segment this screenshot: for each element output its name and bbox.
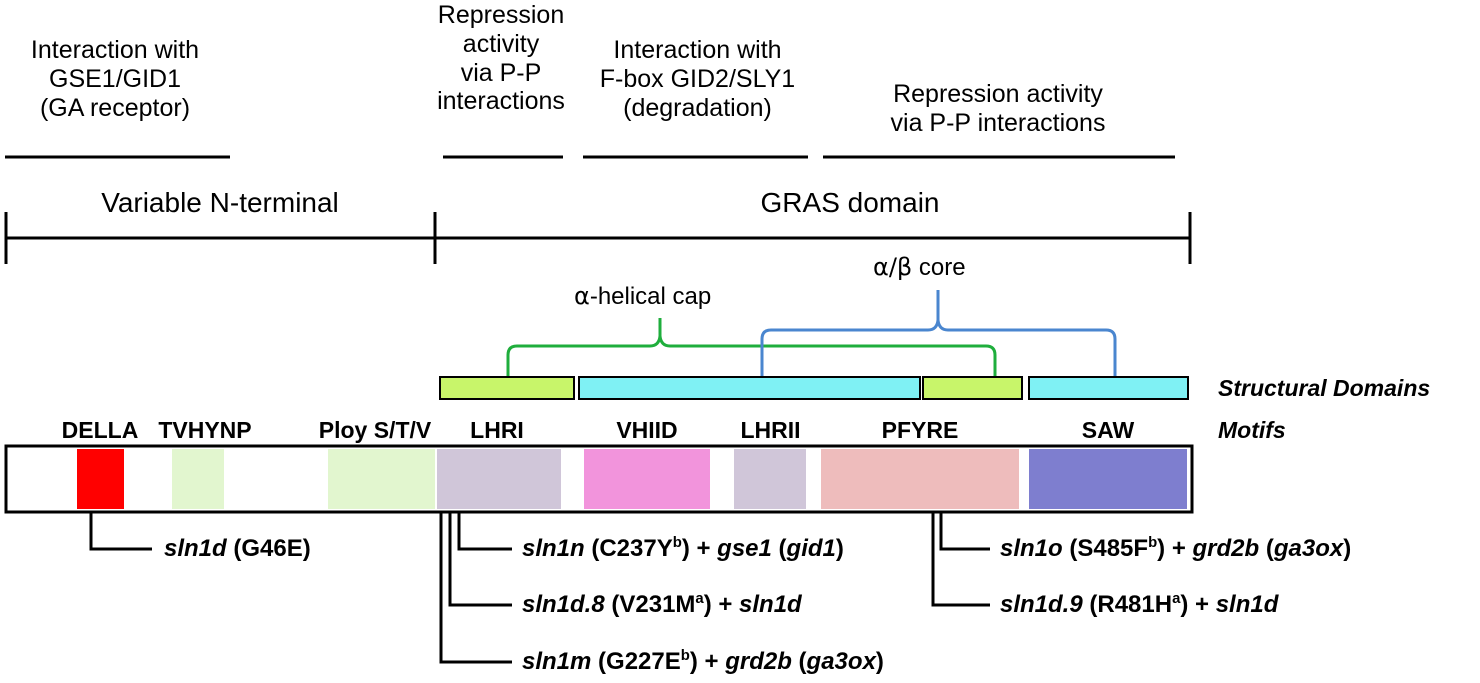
region-label-n-terminal: Variable N-terminal: [101, 187, 339, 218]
allele-name: sln1d.9: [1000, 591, 1083, 618]
second-allele: gse1: [717, 535, 772, 562]
third-allele: ga3ox: [1273, 535, 1344, 562]
footnote-mark: b: [680, 648, 690, 664]
structural-core-2: [1028, 376, 1189, 400]
core-bracket: [760, 290, 1117, 376]
motif-label-vhiid: VHIID: [616, 417, 678, 443]
amino-acid-change: (G46E): [226, 535, 311, 562]
amino-acid-change: (R481H: [1082, 591, 1173, 618]
row-label-motifs: Motifs: [1218, 417, 1286, 443]
motif-label-pfyre: PFYRE: [881, 417, 959, 443]
leader-sln1d9: [931, 512, 990, 607]
motif-box-saw: [1029, 449, 1187, 509]
footnote-mark: b: [1148, 535, 1158, 551]
mutation-label-sln1m: sln1m (G227Eb) + grd2b (ga3ox): [522, 648, 884, 676]
structural-cap-2: [922, 376, 1023, 400]
amino-acid-change: (V231M: [604, 591, 696, 618]
row-label-structural-domains: Structural Domains: [1218, 375, 1431, 401]
structural-core-1: [578, 376, 921, 400]
close-paren: ): [875, 648, 884, 675]
close-paren: ): [835, 535, 844, 562]
plus-sign: ) +: [703, 591, 740, 618]
allele-name: sln1n: [522, 535, 585, 562]
third-allele: ga3ox: [806, 648, 876, 675]
motif-box-lhrii: [734, 449, 806, 509]
amino-acid-change: (C237Y: [584, 535, 673, 562]
function-label-repression-2: Repression activity via P-P interactions: [890, 80, 1106, 137]
footnote-mark: a: [695, 591, 704, 607]
function-label-gid1: Interaction with GSE1/GID1 (GA receptor): [30, 36, 200, 122]
allele-name: sln1d: [164, 535, 227, 562]
core-greek: α/β: [873, 253, 913, 281]
plus-sign: ) +: [689, 648, 726, 675]
motif-box-poly-stv: [328, 449, 435, 509]
allele-name: sln1o: [1000, 535, 1063, 562]
helical-cap-greek: α: [574, 282, 590, 310]
plus-sign: ) +: [1157, 535, 1193, 562]
leader-sln1m: [439, 512, 512, 664]
plus-sign: ) +: [681, 535, 718, 562]
second-allele: grd2b: [1192, 535, 1260, 562]
region-label-gras: GRAS domain: [760, 187, 940, 218]
leader-sln1n: [457, 512, 512, 551]
mutation-label-sln1d8: sln1d.8 (V231Ma) + sln1d: [522, 591, 802, 619]
mutation-label-sln1d9: sln1d.9 (R481Ha) + sln1d: [1000, 591, 1278, 619]
amino-acid-change: (G227E: [591, 648, 681, 675]
third-allele: gid1: [786, 535, 836, 562]
motif-label-poly-stv: Ploy S/T/V: [318, 417, 432, 443]
open-paren: (: [1259, 535, 1274, 562]
subdomain-label-core: α/β core: [873, 253, 966, 282]
motif-box-vhiid: [584, 449, 710, 509]
leader-sln1o: [939, 512, 990, 551]
footnote-mark: a: [1172, 591, 1181, 607]
plus-sign: ) +: [1180, 591, 1216, 618]
second-allele: sln1d: [1215, 591, 1279, 618]
motif-label-lhrii: LHRII: [740, 417, 801, 443]
subdomain-label-helical-cap: α-helical cap: [574, 282, 712, 311]
second-allele: sln1d: [739, 591, 802, 618]
allele-name: sln1d.8: [522, 591, 605, 618]
motif-label-tvhynp: TVHYNP: [158, 417, 252, 443]
leader-sln1d: [89, 512, 152, 551]
motif-label-della: DELLA: [61, 417, 139, 443]
allele-name: sln1m: [522, 648, 592, 675]
motif-label-lhri: LHRI: [470, 417, 524, 443]
mutation-label-sln1d: sln1d (G46E): [164, 535, 311, 563]
leader-sln1d8: [448, 512, 512, 607]
helical-cap-bracket: [506, 318, 997, 376]
motif-box-della: [77, 449, 124, 509]
footnote-mark: b: [672, 535, 682, 551]
function-label-degradation: Interaction with F-box GID2/SLY1 (degrad…: [599, 36, 796, 122]
function-label-repression-1: Repression activity via P-P interactions: [437, 1, 565, 116]
motif-box-tvhynp: [172, 449, 224, 509]
structural-cap-1: [439, 376, 575, 400]
core-text: core: [912, 254, 966, 281]
second-allele: grd2b: [725, 648, 792, 675]
amino-acid-change: (S485F: [1062, 535, 1149, 562]
helical-cap-text: -helical cap: [589, 283, 712, 310]
motif-box-lhri: [437, 449, 561, 509]
motif-label-saw: SAW: [1081, 417, 1135, 443]
open-paren: (: [771, 535, 787, 562]
open-paren: (: [791, 648, 807, 675]
mutation-label-sln1o: sln1o (S485Fb) + grd2b (ga3ox): [1000, 535, 1351, 563]
mutation-label-sln1n: sln1n (C237Yb) + gse1 (gid1): [522, 535, 844, 563]
close-paren: ): [1343, 535, 1352, 562]
motif-box-pfyre: [821, 449, 1019, 509]
